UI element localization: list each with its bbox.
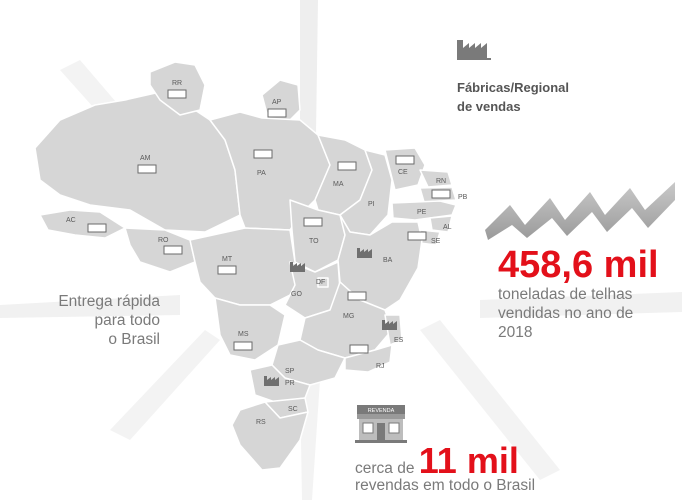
delivery-line-2: para todo xyxy=(94,312,161,329)
legend: Fábricas/Regional de vendas xyxy=(457,38,569,116)
label-sp: SP xyxy=(285,368,295,375)
label-pi: PI xyxy=(368,201,375,208)
label-es: ES xyxy=(394,337,404,344)
legend-line-1: Fábricas/Regional xyxy=(457,80,569,95)
state-al xyxy=(429,215,453,233)
factory-icon xyxy=(382,320,397,330)
delivery-block: Entrega rápida para todo o Brasil xyxy=(0,292,160,349)
building-icon xyxy=(87,223,107,233)
tonnage-line-2: vendidas no ano de xyxy=(498,305,634,322)
building-icon xyxy=(233,341,253,351)
label-pe: PE xyxy=(417,209,427,216)
label-pa: PA xyxy=(257,170,266,177)
label-df: DF xyxy=(316,279,325,286)
building-icon xyxy=(253,149,273,159)
label-ma: MA xyxy=(333,181,344,188)
label-rs: RS xyxy=(256,419,266,426)
resellers-line-1: cerca de 11 mil xyxy=(355,443,535,479)
state-pe xyxy=(391,200,457,221)
building-icon xyxy=(337,161,357,171)
label-rn: RN xyxy=(436,178,446,185)
state-df xyxy=(317,277,329,288)
ray-right xyxy=(480,292,682,318)
label-mt: MT xyxy=(222,256,233,263)
label-ac: AC xyxy=(66,217,76,224)
state-mt xyxy=(189,227,301,306)
store-sign: REVENDA xyxy=(368,408,395,414)
label-pb: PB xyxy=(458,194,468,201)
factory-icon xyxy=(357,248,372,258)
resellers-line-2: revendas em todo o Brasil xyxy=(355,477,536,494)
state-rr xyxy=(149,61,206,116)
state-ac xyxy=(39,209,126,239)
label-pr: PR xyxy=(285,380,295,387)
tonnage-line-1: toneladas de telhas xyxy=(498,286,633,303)
building-icon xyxy=(267,108,287,118)
state-pr xyxy=(249,364,311,403)
building-icon xyxy=(217,265,237,275)
label-ro: RO xyxy=(158,237,169,244)
factory-icon xyxy=(457,40,491,60)
legend-line-2: de vendas xyxy=(457,99,521,114)
tonnage-block: 458,6 mil toneladas de telhas vendidas n… xyxy=(498,245,659,342)
ray-lower-left xyxy=(110,330,220,440)
resellers-block: cerca de 11 mil revendas em todo o Brasi… xyxy=(355,443,536,495)
label-am: AM xyxy=(140,155,151,162)
building-icon xyxy=(431,189,451,199)
building-icon xyxy=(303,217,323,227)
building-icon xyxy=(407,231,427,241)
label-ms: MS xyxy=(238,331,249,338)
state-ce xyxy=(384,147,426,191)
delivery-line-1: Entrega rápida xyxy=(58,293,160,310)
label-ap: AP xyxy=(272,99,282,106)
label-sc: SC xyxy=(288,406,298,413)
building-icon xyxy=(137,164,157,174)
building-icon xyxy=(347,291,367,301)
label-to: TO xyxy=(309,238,319,245)
ray-lower-right xyxy=(420,320,560,480)
label-ba: BA xyxy=(383,257,393,264)
tonnage-line-3: 2018 xyxy=(498,324,533,341)
building-icon xyxy=(167,89,187,99)
building-icon xyxy=(163,245,183,255)
state-ms xyxy=(214,297,286,361)
roof-tile-image xyxy=(485,182,675,240)
ray-left xyxy=(0,295,180,318)
resellers-value: 11 mil xyxy=(418,440,519,481)
store-icon: REVENDA xyxy=(355,405,407,443)
delivery-line-3: o Brasil xyxy=(108,331,160,348)
label-rr: RR xyxy=(172,80,182,87)
label-se: SE xyxy=(431,238,441,245)
state-rs xyxy=(231,401,309,471)
label-mg: MG xyxy=(343,313,354,320)
factory-icon xyxy=(264,376,279,386)
building-icon xyxy=(395,155,415,165)
state-ro xyxy=(124,227,196,273)
label-ce: CE xyxy=(398,169,408,176)
label-al: AL xyxy=(443,224,452,231)
building-icon xyxy=(349,344,369,354)
state-rj xyxy=(344,344,393,373)
tonnage-value: 458,6 mil xyxy=(498,244,659,286)
label-go: GO xyxy=(291,291,302,298)
state-rn xyxy=(419,169,453,188)
resellers-prefix: cerca de xyxy=(355,460,419,477)
factory-icon xyxy=(290,262,305,272)
label-rj: RJ xyxy=(376,363,385,370)
